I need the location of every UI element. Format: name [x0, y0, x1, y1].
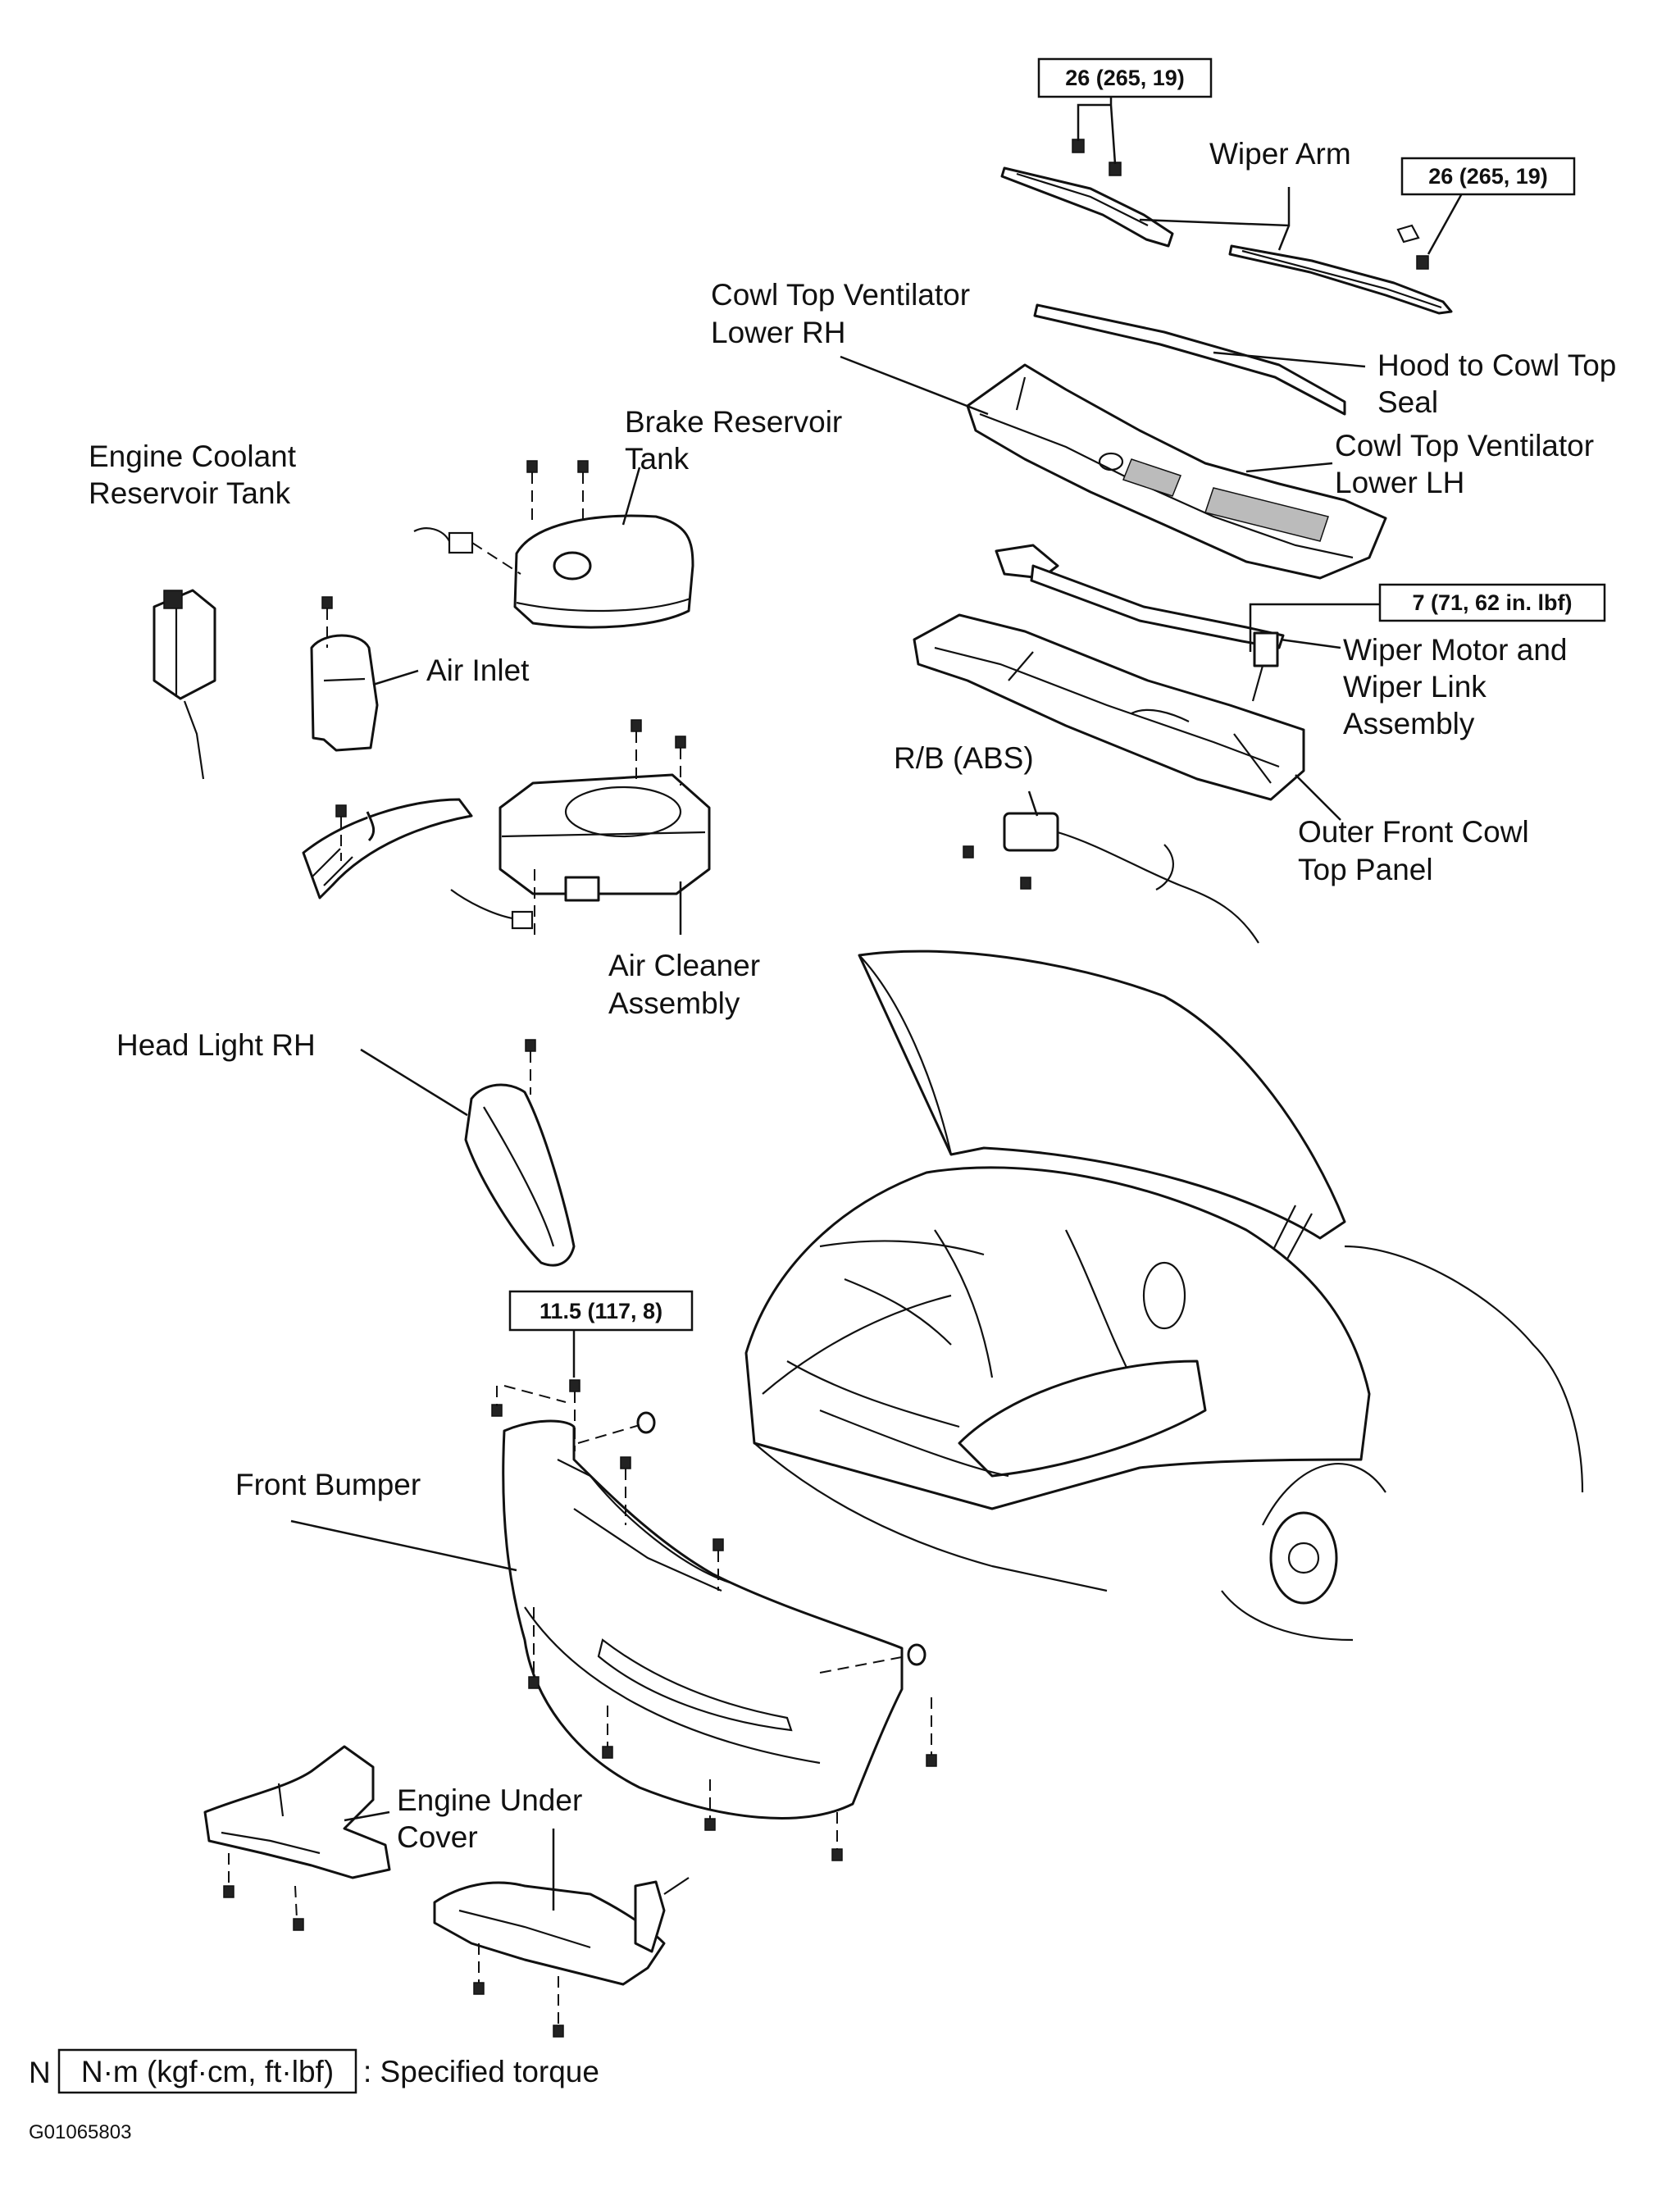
- label-cowl-top-ventilator-rh-line2: Lower RH: [711, 316, 846, 349]
- label-cowl-top-ventilator-lh-line2: Lower LH: [1335, 466, 1464, 499]
- relay-block-abs-part: [963, 812, 1259, 944]
- hood-to-cowl-top-seal-part: [1033, 303, 1346, 416]
- label-front-bumper: Front Bumper: [235, 1468, 421, 1501]
- label-cowl-top-ventilator-rh-line1: Cowl Top Ventilator: [711, 278, 970, 312]
- torque-spec-wiper-arm-left: 26 (265, 19): [1037, 57, 1213, 98]
- label-air-cleaner-assembly-line2: Assembly: [608, 986, 740, 1020]
- torque-legend: N N·m (kgf·cm, ft·lbf) : Specified torqu…: [29, 2048, 599, 2094]
- label-wiper-motor-line2: Wiper Link: [1343, 670, 1487, 704]
- torque-value: 11.5 (117, 8): [540, 1299, 662, 1323]
- cowl-top-ventilator-part: [966, 363, 1387, 580]
- torque-spec-bumper: 11.5 (117, 8): [508, 1290, 694, 1332]
- head-light-rh-part: [464, 1039, 576, 1267]
- label-outer-front-cowl-top-panel-line2: Top Panel: [1298, 853, 1433, 886]
- label-engine-under-cover-line1: Engine Under: [397, 1783, 582, 1817]
- torque-spec-wiper-motor: 7 (71, 62 in. lbf): [1378, 583, 1606, 622]
- label-air-cleaner-assembly-line1: Air Cleaner: [608, 949, 760, 982]
- torque-spec-wiper-arm-right: 26 (265, 19): [1400, 157, 1576, 196]
- label-engine-coolant-reservoir-line2: Reservoir Tank: [89, 476, 291, 510]
- label-engine-coolant-reservoir-line1: Engine Coolant: [89, 440, 297, 473]
- label-brake-reservoir-tank-line2: Tank: [625, 442, 690, 476]
- legend-units: N·m (kgf·cm, ft·lbf): [81, 2055, 334, 2088]
- label-brake-reservoir-tank-line1: Brake Reservoir: [625, 405, 842, 439]
- air-cleaner-assembly-part: [302, 719, 711, 935]
- engine-coolant-reservoir-part: [153, 589, 216, 780]
- label-hood-to-cowl-top-seal-line2: Seal: [1377, 385, 1438, 419]
- torque-value: 26 (265, 19): [1065, 66, 1185, 90]
- wiper-arm-left-part: [1000, 139, 1174, 248]
- label-outer-front-cowl-top-panel-line1: Outer Front Cowl: [1298, 815, 1529, 849]
- legend-marker: N: [29, 2056, 51, 2089]
- torque-value: 7 (71, 62 in. lbf): [1412, 590, 1572, 615]
- label-wiper-arm: Wiper Arm: [1209, 137, 1351, 171]
- label-head-light-rh: Head Light RH: [116, 1028, 316, 1062]
- air-inlet-part: [310, 596, 379, 752]
- label-air-inlet: Air Inlet: [426, 654, 530, 687]
- legend-description: : Specified torque: [363, 2055, 599, 2088]
- label-wiper-motor-line3: Assembly: [1343, 707, 1475, 740]
- label-wiper-motor-line1: Wiper Motor and: [1343, 633, 1568, 667]
- engine-under-cover-part: [203, 1745, 690, 2038]
- wiper-motor-link-part: [995, 544, 1285, 702]
- brake-reservoir-tank-part: [413, 460, 694, 629]
- outer-front-cowl-top-panel-part: [913, 613, 1305, 801]
- vehicle-front-body: [744, 950, 1584, 1642]
- figure-code: G01065803: [29, 2121, 131, 2143]
- torque-value: 26 (265, 19): [1428, 164, 1548, 189]
- leader-lines: [290, 84, 1468, 1911]
- wiper-arm-right-part: [1228, 224, 1453, 315]
- front-bumper-part: [491, 1379, 937, 1861]
- label-engine-under-cover-line2: Cover: [397, 1820, 478, 1854]
- label-rb-abs: R/B (ABS): [894, 741, 1034, 775]
- label-hood-to-cowl-top-seal-line1: Hood to Cowl Top: [1377, 348, 1616, 382]
- label-cowl-top-ventilator-lh-line1: Cowl Top Ventilator: [1335, 429, 1594, 462]
